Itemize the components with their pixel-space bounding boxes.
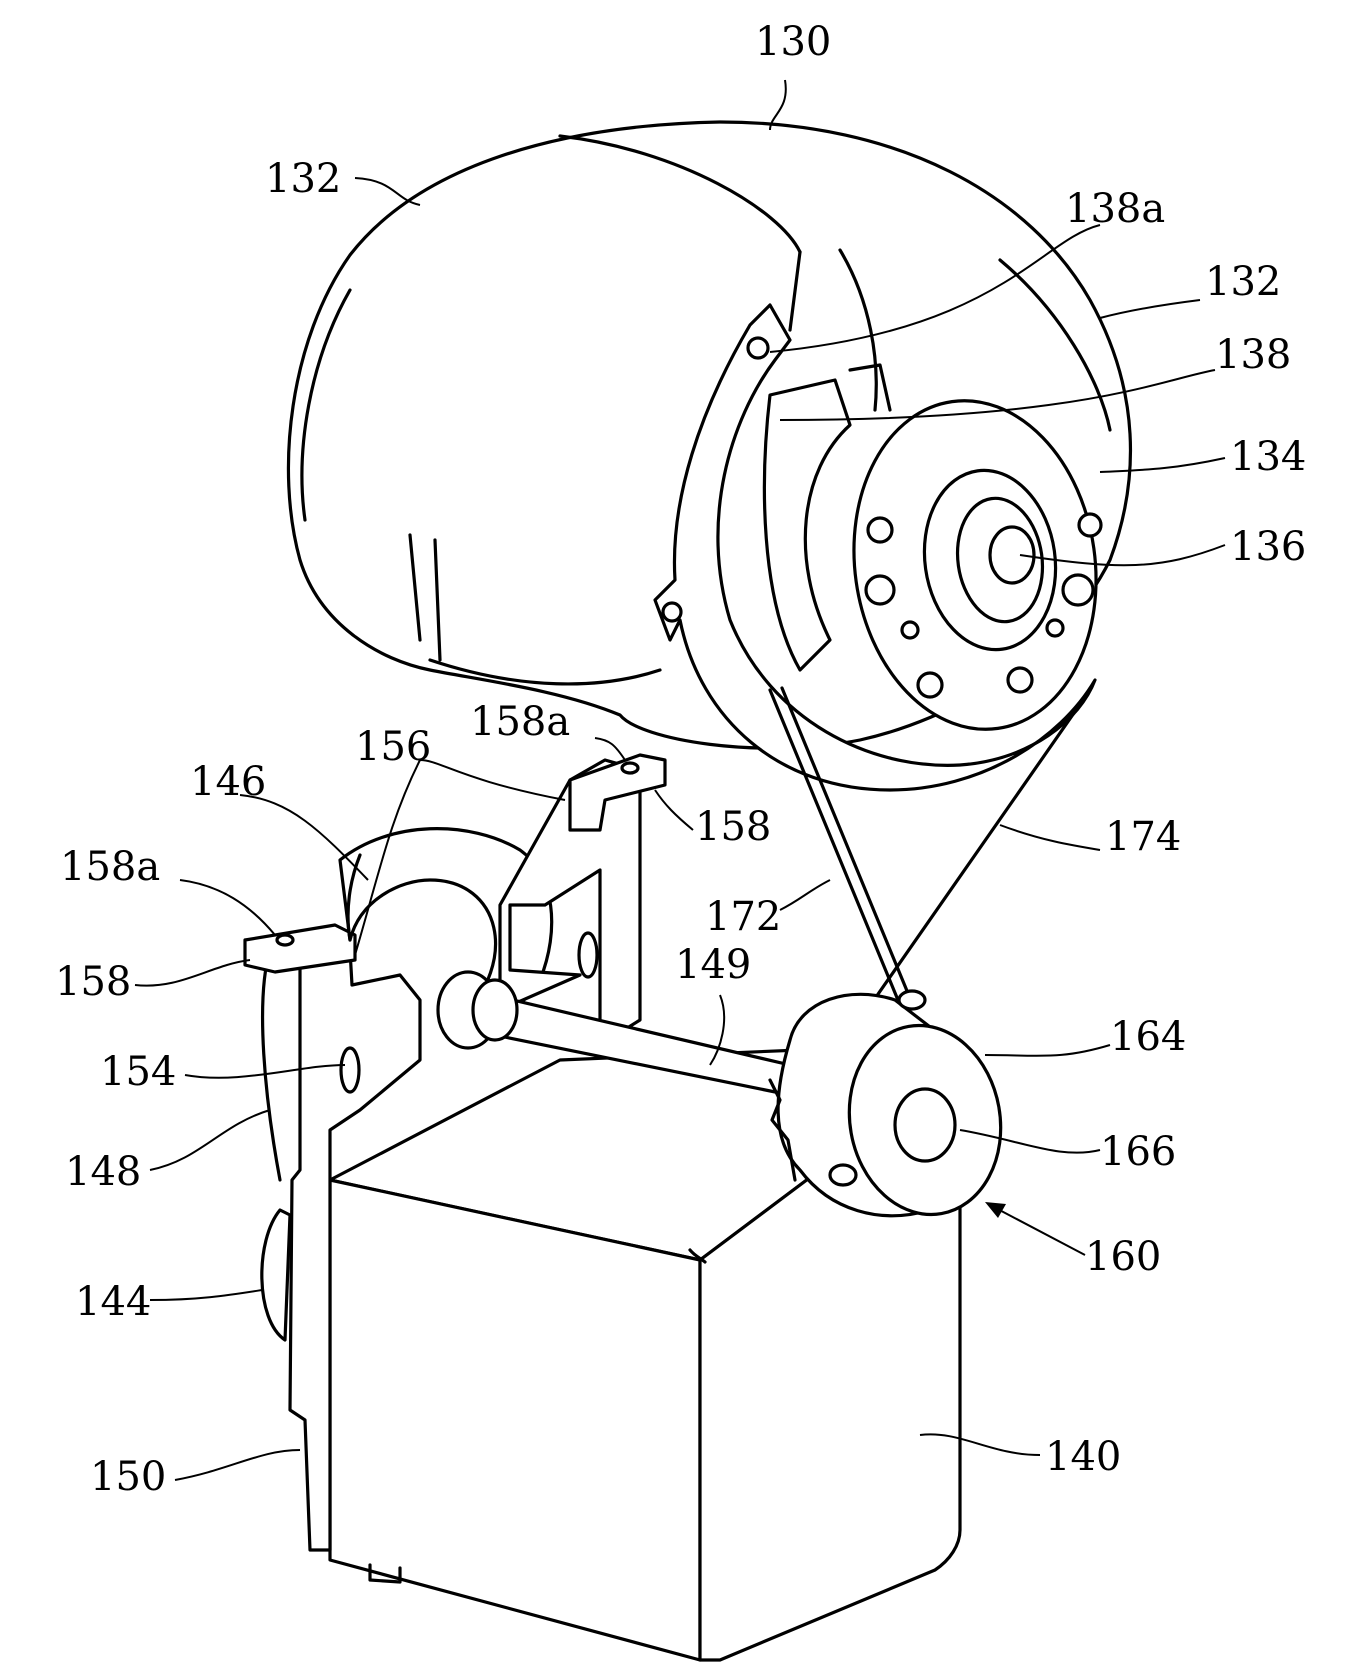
leader-174 (1000, 825, 1100, 850)
pulley-setscrew-top (899, 991, 925, 1009)
pulley-hub-166 (895, 1089, 955, 1161)
plate-148-edge (263, 950, 280, 1180)
leader-132-right (1100, 300, 1200, 318)
drum-assembly (288, 122, 1130, 790)
leader-156-a (420, 760, 565, 800)
idler-144 (262, 1210, 290, 1340)
face-bolt-8 (1047, 620, 1063, 636)
box-side (700, 1170, 960, 1660)
leader-150 (175, 1450, 300, 1480)
face-bolt-2 (866, 576, 894, 604)
leader-172 (780, 880, 830, 910)
belt-174-right (860, 690, 1090, 1020)
leader-158-right (655, 790, 693, 830)
face-bolt-4 (1063, 575, 1093, 605)
label-132-left: 132 (265, 156, 341, 202)
bracket-slot (579, 933, 597, 977)
face-bolt-6 (1008, 668, 1032, 692)
hole-158a-right (622, 763, 638, 773)
face-bolt-5 (918, 673, 942, 697)
face-bolt-1 (868, 518, 892, 542)
leader-158-left (135, 960, 250, 986)
box-front (330, 1180, 700, 1660)
hole-158a-left (277, 935, 293, 945)
label-146: 146 (190, 759, 266, 805)
label-140: 140 (1045, 1434, 1121, 1480)
leader-148 (150, 1110, 270, 1170)
label-166: 166 (1100, 1129, 1176, 1175)
leader-158a-center (595, 738, 625, 760)
label-158-left: 158 (55, 959, 131, 1005)
leader-130 (770, 80, 786, 130)
leader-144 (150, 1290, 262, 1300)
label-158a-left: 158a (60, 844, 160, 890)
slot-154 (341, 1048, 359, 1092)
label-148: 148 (65, 1149, 141, 1195)
label-144: 144 (75, 1279, 151, 1325)
bracket-hole-left (663, 603, 681, 621)
label-158a-center: 158a (470, 699, 570, 745)
face-bolt-3 (1079, 514, 1101, 536)
label-150: 150 (90, 1454, 166, 1500)
arrowhead-160 (985, 1202, 1006, 1218)
face-bolt-7 (902, 622, 918, 638)
leader-160 (990, 1205, 1085, 1255)
label-138: 138 (1215, 332, 1291, 378)
label-160: 160 (1085, 1234, 1161, 1280)
leader-132-left (355, 178, 420, 205)
label-174: 174 (1105, 814, 1181, 860)
leader-158a-left (180, 880, 275, 935)
label-164: 164 (1110, 1014, 1186, 1060)
pulley-setscrew-bottom (830, 1165, 856, 1185)
label-138a-top: 138a (1065, 186, 1165, 232)
label-132-right: 132 (1205, 259, 1281, 305)
label-156: 156 (355, 724, 431, 770)
label-134: 134 (1230, 434, 1306, 480)
label-149: 149 (675, 942, 751, 988)
label-136: 136 (1230, 524, 1306, 570)
shaft-collar (473, 980, 517, 1040)
label-158-right: 158 (695, 804, 771, 850)
label-172: 172 (705, 894, 781, 940)
leader-164 (985, 1045, 1110, 1056)
bracket-hole-top (748, 338, 768, 358)
label-130: 130 (755, 19, 831, 65)
label-154: 154 (100, 1049, 176, 1095)
shaft-136 (990, 527, 1034, 583)
